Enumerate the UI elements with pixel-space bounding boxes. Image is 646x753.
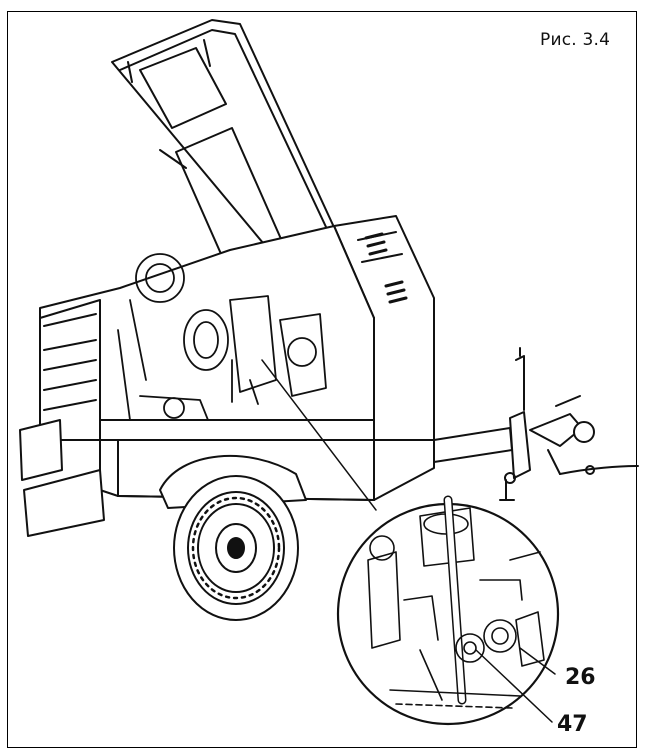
figure-label: Рис. 3.4	[540, 30, 611, 50]
figure-frame	[7, 11, 637, 748]
callout-47: 47	[557, 712, 588, 737]
leader-line	[261, 359, 377, 511]
callout-26: 26	[565, 665, 596, 690]
engine-block	[117, 253, 327, 421]
detail-zoom-circle	[336, 495, 560, 726]
callout-leaders	[475, 647, 556, 723]
wheel	[159, 455, 307, 621]
chassis	[19, 225, 435, 537]
drawbar	[433, 347, 639, 501]
